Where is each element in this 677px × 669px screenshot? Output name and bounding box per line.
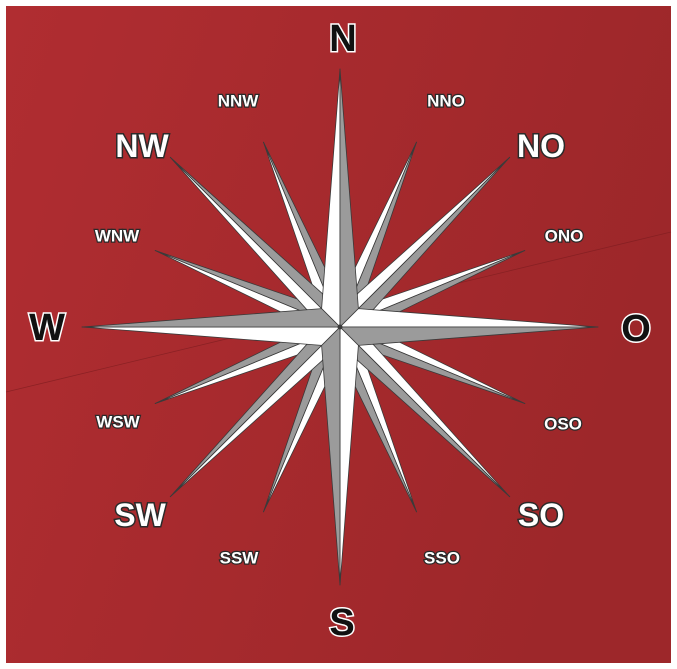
label-nno: NNO — [427, 92, 465, 111]
label-oso: OSO — [544, 415, 582, 434]
label-northwest: NW — [115, 128, 169, 164]
label-wnw: WNW — [95, 227, 140, 246]
label-ono: ONO — [545, 227, 584, 246]
rose-center-dot — [338, 325, 343, 330]
label-east: O — [621, 308, 651, 350]
label-northeast: NO — [517, 128, 565, 164]
label-ssw: SSW — [220, 549, 260, 568]
label-southwest: SW — [114, 497, 166, 533]
label-wsw: WSW — [96, 413, 140, 432]
label-west: W — [29, 307, 65, 349]
label-north: N — [329, 18, 356, 60]
label-nnw: NNW — [218, 92, 260, 111]
label-south: S — [329, 602, 354, 644]
label-sso: SSO — [424, 549, 460, 568]
label-southeast: SO — [518, 497, 564, 533]
